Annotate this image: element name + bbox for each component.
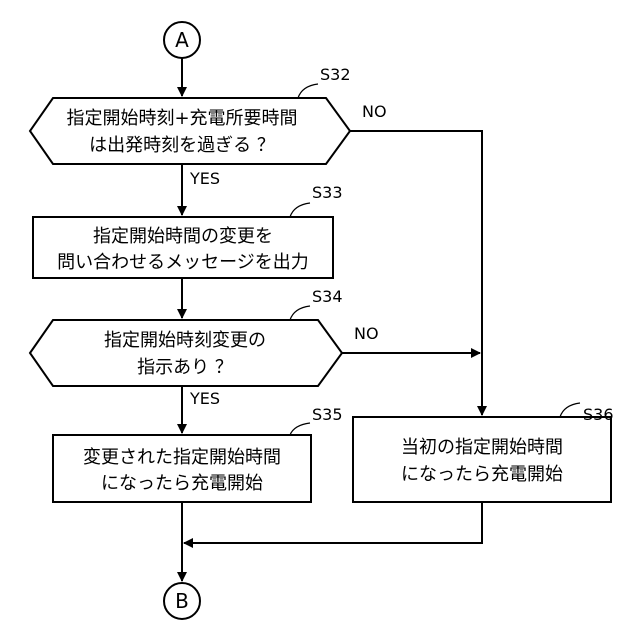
branch-s34-yes: YES <box>189 389 220 408</box>
step-id-s34: S34 <box>312 287 343 306</box>
connector-b: B <box>164 583 200 619</box>
process-s33-line2: 問い合わせるメッセージを出力 <box>57 252 309 273</box>
decision-s34-line2: 指示あり ？ <box>137 357 233 378</box>
decision-s34: 指定開始時刻変更の 指示あり ？ <box>30 320 342 386</box>
process-s35-line2: になったら充電開始 <box>101 473 263 494</box>
branch-s34-no: NO <box>354 324 379 343</box>
process-s36: 当初の指定開始時間 になったら充電開始 <box>353 417 611 502</box>
step-id-s32: S32 <box>320 65 351 84</box>
decision-s32-line2: は出発時刻を過ぎる ？ <box>89 135 275 156</box>
decision-s34-line1: 指定開始時刻変更の <box>104 330 266 351</box>
step-id-s35: S35 <box>312 405 343 424</box>
branch-s32-no: NO <box>362 102 387 121</box>
step-id-s33: S33 <box>312 183 343 202</box>
process-s33: 指定開始時間の変更を 問い合わせるメッセージを出力 <box>33 217 333 278</box>
process-s36-line2: になったら充電開始 <box>401 464 563 485</box>
connector-a-label: A <box>175 28 189 52</box>
process-s33-line1: 指定開始時間の変更を <box>93 226 273 247</box>
connector-b-label: B <box>175 589 189 613</box>
process-s36-line1: 当初の指定開始時間 <box>401 437 563 458</box>
process-s35: 変更された指定開始時間 になったら充電開始 <box>53 435 311 502</box>
connector-a: A <box>164 22 200 58</box>
leader-line <box>290 203 310 217</box>
step-id-s36: S36 <box>583 405 614 424</box>
flow-arrow <box>350 131 482 415</box>
leader-line <box>298 84 318 98</box>
leader-line <box>290 306 310 320</box>
branch-s32-yes: YES <box>189 169 220 188</box>
leader-line <box>290 423 310 435</box>
decision-s32-line1: 指定開始時刻+充電所要時間 <box>66 108 297 129</box>
leader-line <box>560 403 580 417</box>
decision-s32: 指定開始時刻+充電所要時間 は出発時刻を過ぎる ？ <box>30 98 350 164</box>
process-s35-line1: 変更された指定開始時間 <box>83 447 281 468</box>
flow-arrow <box>184 502 482 543</box>
